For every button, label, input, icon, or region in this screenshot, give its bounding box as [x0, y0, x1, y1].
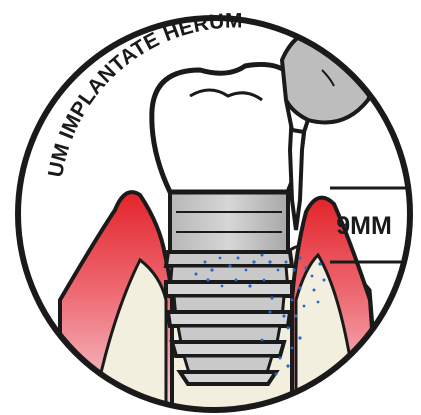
tooth-crown — [152, 64, 304, 192]
instrument-handle — [282, 27, 376, 122]
implant-screw — [166, 192, 292, 384]
measurement-label: 9MM — [336, 212, 392, 240]
